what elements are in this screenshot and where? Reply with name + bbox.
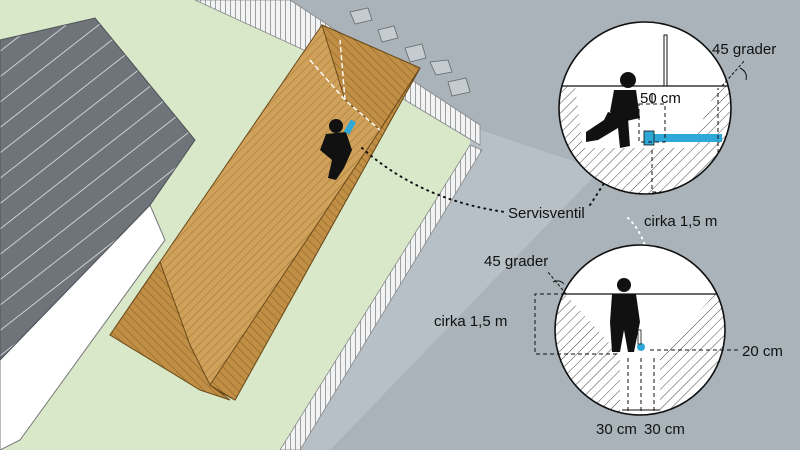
trench-dashed-edge-2 <box>339 39 346 101</box>
label-depth-bottom: cirka 1,5 m <box>434 313 507 330</box>
label-gap-left: 30 cm <box>596 421 637 438</box>
house-roof <box>0 17 196 361</box>
trench-near-end <box>109 260 231 401</box>
label-valve: Servisventil <box>508 205 585 222</box>
label-pipe-bottom: 20 cm <box>742 343 783 360</box>
label-width-top: cirka 1,5 m <box>644 213 717 230</box>
label-angle-top: 45 grader <box>712 41 776 58</box>
label-depth-top: 50 cm <box>640 90 681 107</box>
worker-figure <box>320 119 357 180</box>
label-gap-right: 30 cm <box>644 421 685 438</box>
paving-stones <box>349 7 471 97</box>
leader-line-valve <box>361 147 506 213</box>
dimension-lines-bottom <box>534 293 738 414</box>
trench-side-wall <box>209 67 421 401</box>
angle-mark-top <box>721 59 747 87</box>
detail-circle-top <box>558 21 732 195</box>
side-fence <box>279 144 483 450</box>
label-angle-bottom: 45 grader <box>484 253 548 270</box>
angle-mark-bottom <box>547 271 567 295</box>
trench-dashed-edge <box>309 59 381 131</box>
detail-circle-bottom <box>554 244 726 416</box>
